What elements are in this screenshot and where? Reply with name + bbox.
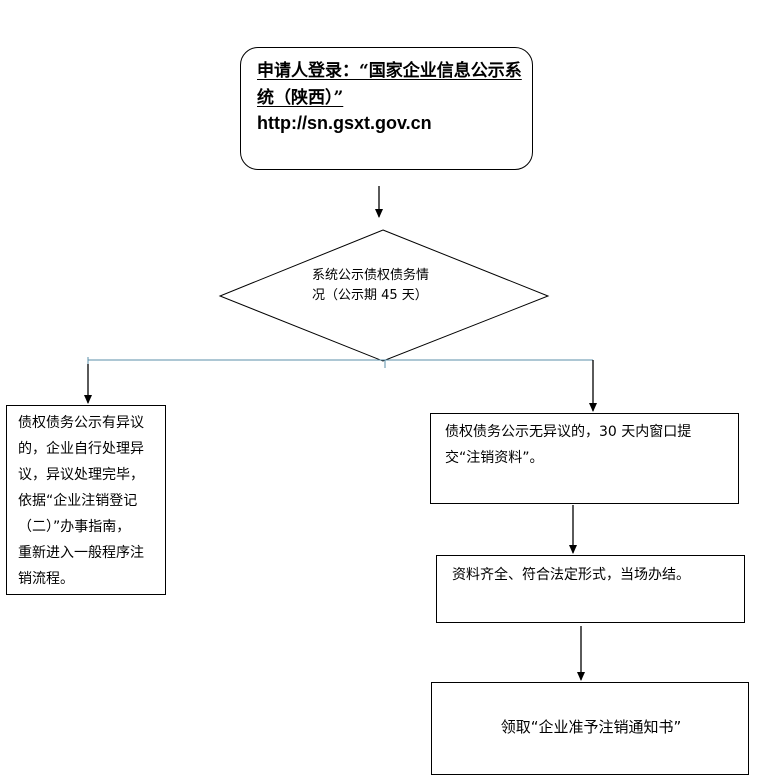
decision-diamond <box>218 229 550 362</box>
left-branch-node: 债权债务公示有异议 的，企业自行处理异 议，异议处理完毕， 依据“企业注销登记 … <box>6 405 166 595</box>
decision-text: 系统公示债权债务情 况（公示期 45 天） <box>312 268 430 303</box>
left-branch-text: 债权债务公示有异议 的，企业自行处理异 议，异议处理完毕， 依据“企业注销登记 … <box>18 415 144 587</box>
process-text: 资料齐全、符合法定形式，当场办结。 <box>452 567 690 583</box>
start-title: 申请人登录：“国家企业信息公示系统（陕西）” <box>257 61 522 108</box>
final-text: 领取“企业准予注销通知书” <box>500 718 682 736</box>
start-node: 申请人登录：“国家企业信息公示系统（陕西）” http://sn.gsxt.go… <box>240 47 533 170</box>
final-node: 领取“企业准予注销通知书” <box>431 682 749 775</box>
start-url-link[interactable]: http://sn.gsxt.gov.cn <box>257 113 432 133</box>
right-branch-node: 债权债务公示无异议的，30 天内窗口提 交“注销资料”。 <box>430 413 739 504</box>
process-node: 资料齐全、符合法定形式，当场办结。 <box>436 555 745 623</box>
right-branch-text: 债权债务公示无异议的，30 天内窗口提 交“注销资料”。 <box>445 424 692 466</box>
